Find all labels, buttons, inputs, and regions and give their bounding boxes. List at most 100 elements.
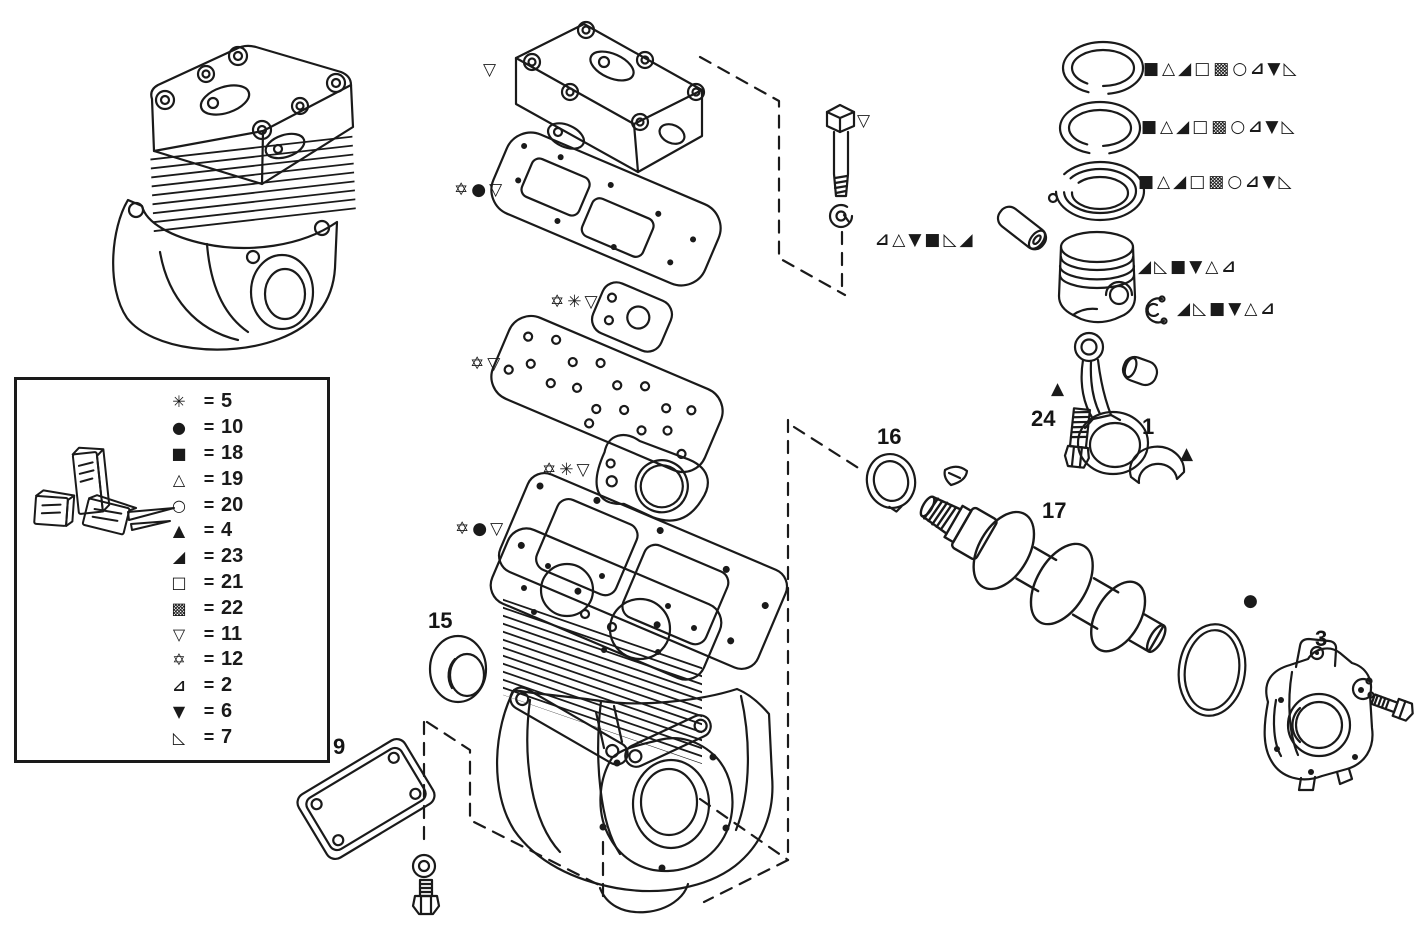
symbols-head-bolt: ▽	[857, 111, 874, 131]
legend-code: 22	[221, 596, 244, 619]
symbols-head-gasket: ✡●▽	[454, 180, 506, 200]
legend-code: 5	[221, 390, 233, 413]
legend-equals: =	[203, 468, 215, 489]
legend-code: 10	[221, 416, 244, 439]
legend-equals: =	[203, 623, 215, 644]
symbols-bearing-shell: ▲	[1180, 444, 1197, 464]
symbols-piston: ◢◺■▼△⊿	[1138, 257, 1239, 277]
legend-row: □ = 21	[161, 570, 243, 596]
symbols-ring-2: ■△◢□▩○⊿▼◺	[1141, 117, 1298, 137]
legend-row: ✳ = 5	[161, 389, 243, 415]
legend-equals: =	[203, 726, 215, 747]
legend-code: 6	[221, 699, 233, 722]
bearing-shell	[1128, 445, 1186, 485]
symbols-connecting-rod: ▲	[1051, 379, 1068, 399]
legend-row: ◢ = 23	[161, 544, 243, 570]
cylinder-head	[514, 20, 706, 174]
head-gasket	[490, 131, 722, 287]
legend-row: ○=20	[161, 492, 243, 518]
unloader-plate	[590, 281, 674, 353]
symbol-legend: ✳=5 ●=10 ■=18 △=19 ○=20 ▲=4 ◢=23 □=21 ▩=…	[14, 377, 330, 763]
legend-symbol: ◺	[172, 727, 186, 747]
drain-plug-washer	[411, 853, 437, 879]
legend-equals: =	[203, 649, 215, 670]
legend-code: 21	[221, 570, 244, 593]
spring-washer	[828, 203, 854, 229]
legend-row: ▽ = 11	[161, 621, 243, 647]
legend-code: 12	[221, 648, 244, 671]
label-liner-bushing: 15	[428, 608, 453, 633]
end-cover	[1263, 637, 1374, 792]
symbols-valve-plate: ✡▽	[470, 354, 504, 374]
cover-circlip	[1351, 677, 1375, 701]
liner-bushing	[428, 634, 488, 704]
oil-ring	[1047, 160, 1146, 222]
cylinder-gasket	[497, 472, 789, 670]
label-seal-ring: 16	[877, 424, 902, 449]
symbols-piston-circlip: ◢◺■▼△⊿	[1177, 299, 1278, 319]
legend-row: ● = 10	[161, 415, 243, 441]
legend-symbol: ●	[172, 418, 186, 438]
legend-symbol: ✡	[172, 650, 186, 670]
piston-pin	[996, 205, 1048, 251]
cover-bolt	[1370, 693, 1414, 722]
legend-kit-art	[33, 446, 175, 536]
legend-symbol: ▼	[172, 701, 186, 721]
legend-code: 23	[221, 545, 244, 568]
legend-code: 7	[221, 725, 233, 748]
connecting-rod	[1073, 331, 1159, 476]
legend-code: 2	[221, 674, 233, 697]
legend-row: △ = 19	[161, 466, 243, 492]
assembly-dashed-lines	[422, 55, 862, 904]
symbols-valve-seat: ✡✳▽	[542, 460, 593, 480]
legend-equals: =	[203, 417, 215, 438]
label-conrod-bolt: 24	[1031, 406, 1056, 431]
legend-symbol: ■	[171, 443, 187, 463]
label-bottom-cover-plate: 9	[333, 734, 346, 759]
legend-row: ◺ = 7	[161, 724, 243, 750]
legend-equals: =	[203, 442, 215, 463]
symbols-unloader-plate: ✡✳▽	[550, 292, 601, 312]
symbols-o-ring: ●	[1243, 591, 1261, 611]
legend-symbol: ✳	[172, 392, 186, 412]
label-crankshaft: 17	[1042, 498, 1067, 523]
legend-row: ⊿=2	[161, 673, 243, 699]
legend-symbol: ⊿	[172, 676, 186, 696]
legend-equals: =	[203, 391, 215, 412]
symbols-ring-1: ■△◢□▩○⊿▼◺	[1143, 59, 1300, 79]
conrod-bolt	[1063, 407, 1091, 469]
legend-equals: =	[203, 571, 215, 592]
legend-symbol: ○	[172, 495, 186, 515]
seal-ring	[865, 453, 917, 513]
legend-code: 11	[221, 622, 243, 645]
crankshaft	[919, 495, 1167, 654]
piston-circlip	[1145, 295, 1168, 325]
legend-code: 18	[221, 441, 244, 464]
legend-equals: =	[203, 597, 215, 618]
legend-symbol: □	[171, 572, 187, 592]
legend-row: ▲=4	[161, 518, 243, 544]
legend-rows: ✳=5 ●=10 ■=18 △=19 ○=20 ▲=4 ◢=23 □=21 ▩=…	[161, 389, 243, 750]
legend-symbol: ◢	[172, 547, 186, 567]
legend-equals: =	[203, 546, 215, 567]
legend-equals: =	[203, 700, 215, 721]
drain-plug	[411, 878, 441, 916]
symbols-cylinder-gasket: ✡●▽	[455, 519, 507, 539]
head-bolt	[825, 103, 856, 198]
legend-symbol: △	[172, 469, 186, 489]
legend-equals: =	[203, 520, 215, 541]
legend-symbol: ▽	[172, 624, 186, 644]
legend-row: ▩ = 22	[161, 595, 243, 621]
compression-ring-1	[1061, 40, 1145, 96]
valve-plate	[490, 314, 724, 474]
legend-code: 19	[221, 467, 244, 490]
symbols-piston-pin: ⊿△▼■◺◢	[875, 230, 976, 250]
symbols-oil-ring: ■△◢□▩○⊿▼◺	[1138, 172, 1295, 192]
legend-code: 4	[221, 519, 233, 542]
legend-symbol: ▩	[171, 598, 187, 618]
label-bearing-shell: 1	[1142, 414, 1155, 439]
label-end-cover: 3	[1315, 626, 1328, 651]
bottom-cover-plate	[296, 737, 436, 861]
